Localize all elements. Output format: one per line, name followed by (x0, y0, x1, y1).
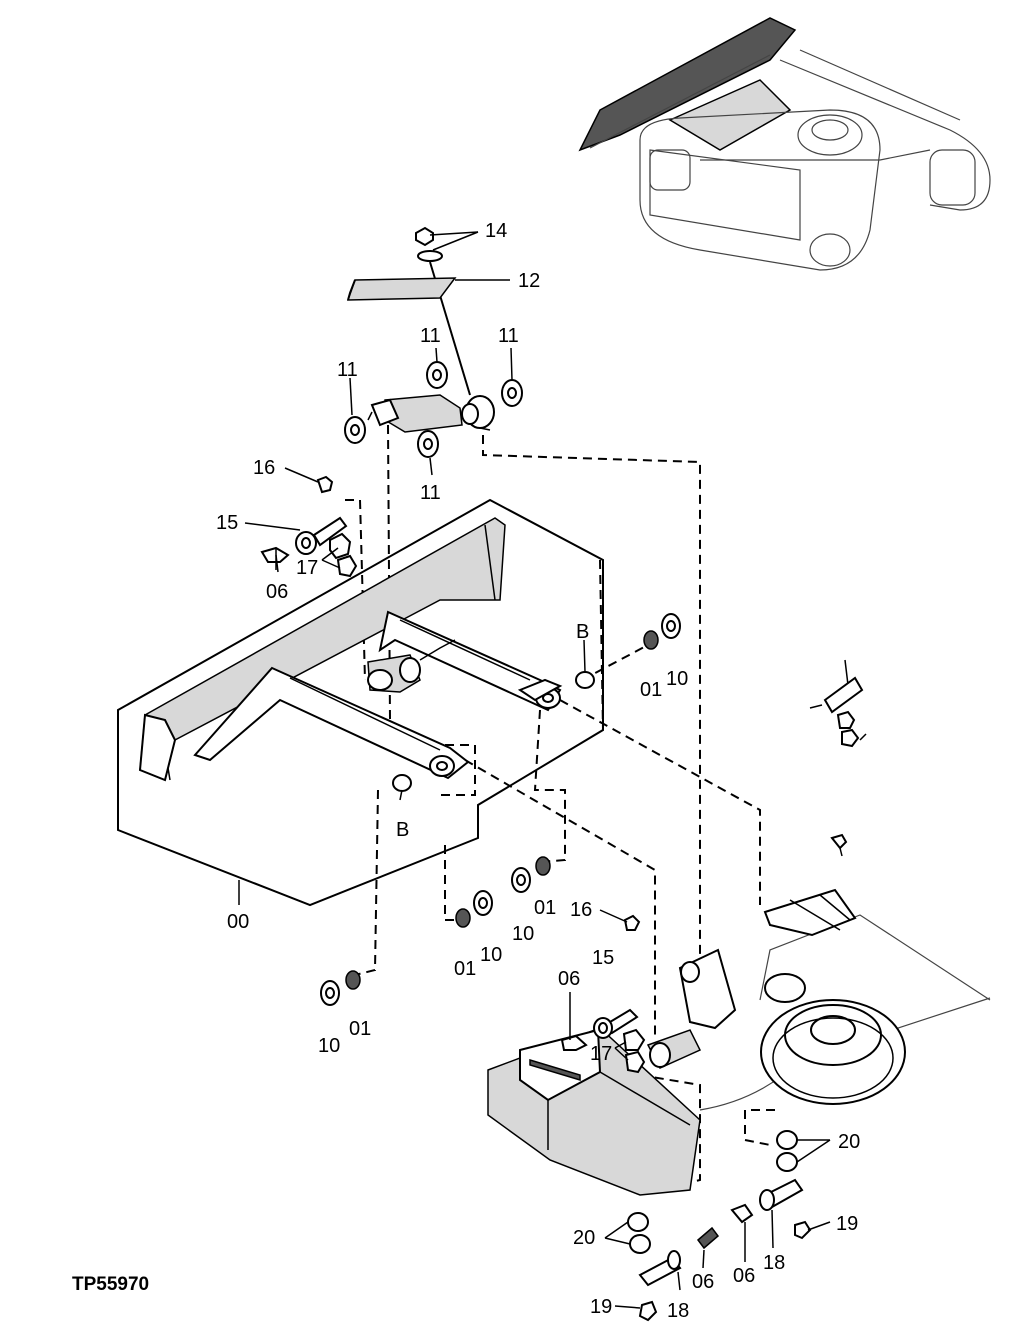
callout-11-d: 11 (420, 482, 441, 504)
cover-plate-12 (346, 277, 457, 301)
callout-B-b: B (396, 819, 409, 841)
bolt-14 (415, 226, 434, 247)
callout-11-c: 11 (498, 325, 519, 347)
fitting-06-bottom-a (730, 1203, 754, 1224)
callout-11-a: 11 (337, 359, 358, 381)
blade-arm-right (378, 610, 562, 712)
bolt-16-left (316, 475, 334, 494)
callout-12: 12 (518, 270, 540, 292)
pin-15-left (312, 516, 348, 547)
callout-00: 00 (227, 911, 249, 933)
assembly-guide-lines (345, 420, 775, 1186)
nut-17-left-a (329, 532, 352, 560)
callout-10-b: 10 (512, 923, 534, 945)
callout-20-b: 20 (573, 1227, 595, 1249)
right-side-small-parts (809, 659, 867, 857)
callout-16-a: 16 (253, 457, 275, 479)
lower-frame-assembly (487, 888, 991, 1196)
nut-17-lower-b (624, 1050, 646, 1074)
callout-20-a: 20 (838, 1131, 860, 1153)
callout-17-b: 17 (590, 1043, 612, 1065)
bolt-19-right (794, 1220, 812, 1240)
bolt-19-left (638, 1300, 658, 1322)
nut-17-left-b (336, 554, 358, 578)
nut-20-d (629, 1234, 651, 1254)
callout-06-b: 06 (558, 968, 580, 990)
callout-01-a: 01 (640, 679, 662, 701)
nut-01-b (535, 856, 551, 876)
nut-17-lower-a (622, 1028, 646, 1051)
excavator-overview-illustration (578, 17, 991, 271)
washers-and-nuts (320, 613, 681, 1006)
nut-20-a (776, 1130, 798, 1150)
blade-assembly-00 (117, 498, 604, 907)
nut-01-c (455, 908, 471, 928)
callout-01-c: 01 (454, 958, 476, 980)
bushing-B-right (575, 671, 595, 689)
bushing-B-left (392, 774, 412, 792)
lower-pin-assembly (560, 914, 646, 1074)
nut-01-a (643, 630, 659, 650)
washer-14 (417, 250, 443, 262)
figure-reference: TP55970 (72, 1274, 149, 1295)
callout-10-c: 10 (480, 944, 502, 966)
callout-18-b: 18 (667, 1300, 689, 1322)
callout-16-b: 16 (570, 899, 592, 921)
nut-20-b (776, 1152, 798, 1172)
callout-19-b: 19 (590, 1296, 612, 1318)
left-pin-assembly (260, 475, 358, 578)
bottom-hardware (627, 1130, 812, 1322)
callout-06-c: 06 (733, 1265, 755, 1287)
callout-10-a: 10 (666, 668, 688, 690)
callout-11-b: 11 (420, 325, 441, 347)
callout-19-a: 19 (836, 1213, 858, 1235)
callout-17-a: 17 (296, 557, 318, 579)
pivot-assembly (344, 226, 523, 458)
callout-labels: 14 12 11 11 11 11 16 15 17 06 B 01 10 B … (216, 220, 860, 1322)
callout-01-d: 01 (349, 1018, 371, 1040)
nut-20-c (627, 1212, 649, 1232)
nut-01-d (345, 970, 361, 990)
bolt-16-lower (623, 914, 641, 931)
callout-06-a: 06 (266, 581, 288, 603)
fitting-06-left (260, 546, 290, 563)
callout-15-b: 15 (592, 947, 614, 969)
callout-06-d: 06 (692, 1271, 714, 1293)
blade-arm-left (193, 666, 470, 780)
callout-01-b: 01 (534, 897, 556, 919)
callout-14: 14 (485, 220, 507, 242)
callout-18-a: 18 (763, 1252, 785, 1274)
leader-lines (238, 231, 831, 1309)
callout-B-a: B (576, 621, 589, 643)
callout-15-a: 15 (216, 512, 238, 534)
fitting-06-lower (560, 1034, 588, 1051)
callout-10-d: 10 (318, 1035, 340, 1057)
fitting-06-bottom-b (696, 1226, 720, 1250)
